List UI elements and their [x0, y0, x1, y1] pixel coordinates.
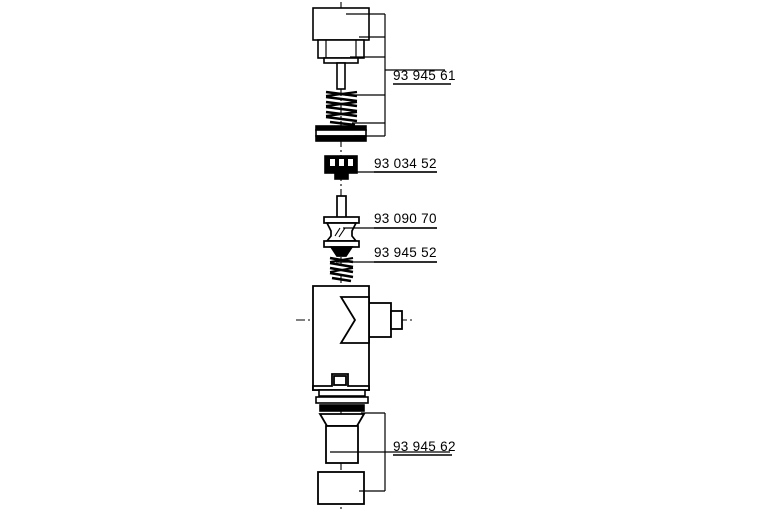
valve-stem-rod-shaft: [336, 62, 346, 90]
plunger-collar: [323, 216, 360, 224]
assembly-93-090-70: [323, 195, 360, 257]
part-number-93-945-52: 93 945 52: [374, 245, 437, 260]
lower-spring-coil-4: [329, 271, 354, 279]
callout-93-945-61[interactable]: [345, 13, 451, 137]
top-cap-hex-collar: [317, 39, 365, 59]
lower-spring-coil-5: [331, 276, 352, 283]
base-flange-stack: [315, 389, 369, 412]
valve-body-port-nose: [390, 310, 403, 330]
spring-coil-7: [329, 120, 356, 127]
spring-coil-6: [325, 115, 358, 123]
valve-body-assembly: [312, 285, 403, 391]
assembly-93-034-52: [324, 155, 358, 180]
lower-spring-back-1: [329, 257, 354, 263]
part-number-93-945-61: 93 945 61: [393, 68, 456, 83]
callout-93-945-62[interactable]: [330, 412, 452, 492]
outlet-sleeve-barrel: [325, 425, 359, 464]
valve-stem-rod: [336, 62, 346, 90]
plunger-spool-hatching: [334, 227, 346, 238]
hatch-1: [334, 227, 341, 237]
body-base-washer: [315, 396, 369, 404]
spring-coil-2: [325, 95, 358, 103]
plunger-shaft: [336, 195, 347, 219]
hatch-2: [338, 227, 346, 238]
plunger-flange: [323, 240, 360, 248]
part-number-93-090-70: 93 090 70: [374, 211, 437, 226]
assembly-93-945-52: [329, 256, 354, 283]
outlet-sleeve-taper: [318, 413, 366, 427]
plunger-cone-tip: [329, 246, 354, 257]
part-number-93-945-62: 93 945 62: [393, 439, 456, 454]
part-number-93-034-52: 93 034 52: [374, 156, 437, 171]
retainer-nut-slot-right: [348, 159, 353, 166]
body-base-flange: [318, 389, 366, 397]
gasket-ring-upper: [315, 135, 367, 142]
washer-stack-upper: [315, 125, 367, 142]
valve-body-seat-cone: [339, 296, 370, 344]
valve-body-foot-pad: [333, 375, 347, 386]
valve-body-outlet-port: [368, 302, 392, 338]
assembly-93-945-52-backside: [329, 257, 354, 273]
spring-coil-4: [325, 105, 358, 113]
assembly-93-945-62: [317, 413, 366, 505]
sealing-ring-lower: [319, 404, 365, 412]
plunger-spool: [325, 222, 358, 242]
spring-back-1: [325, 90, 358, 98]
top-cap-body: [312, 7, 370, 41]
assembly-93-945-61: [312, 7, 370, 64]
washer-spacer-gap: [315, 129, 367, 137]
spring-back-3: [325, 110, 358, 118]
retainer-nut-slot-mid: [339, 159, 344, 166]
coil-spring-upper-backside: [325, 90, 358, 118]
retainer-washer: [334, 172, 349, 180]
spring-back-2: [325, 100, 358, 108]
lower-spring-coil-2: [329, 261, 354, 269]
lower-spring-back-2: [329, 267, 354, 273]
retainer-nut-slot-left: [330, 159, 335, 166]
end-plug-block: [317, 471, 365, 505]
